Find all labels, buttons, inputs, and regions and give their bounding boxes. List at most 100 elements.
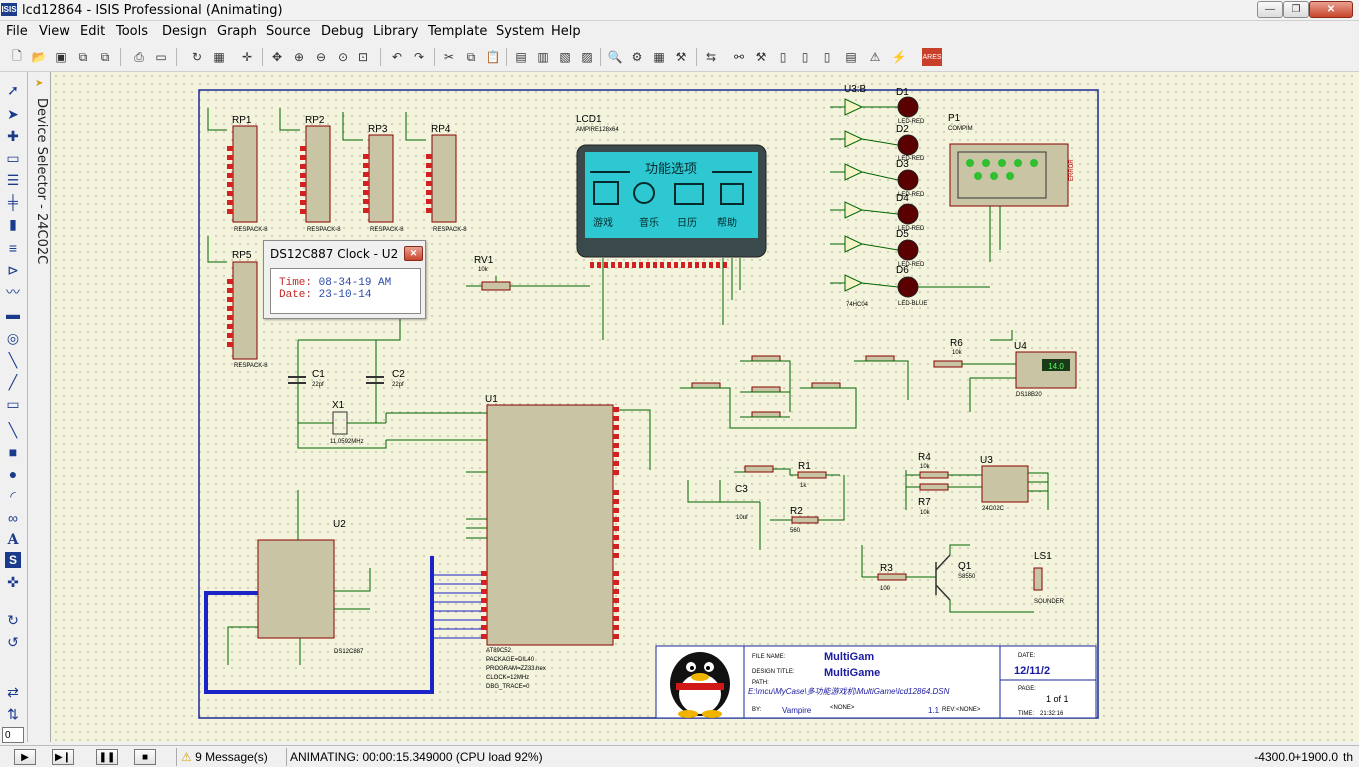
zoom-area-icon[interactable]: ⊡ xyxy=(357,50,369,64)
selection-mode-icon[interactable]: ➚ xyxy=(7,81,19,98)
zoom-all-icon[interactable]: ⊙ xyxy=(337,50,349,64)
tape-recorder-icon[interactable]: ▬ xyxy=(6,306,20,322)
symbol-icon[interactable]: S xyxy=(5,552,21,568)
open-file-icon[interactable]: 📂 xyxy=(31,50,47,64)
play-button[interactable]: ▶ xyxy=(14,749,36,765)
line-icon[interactable]: ╲ xyxy=(8,421,18,438)
pin-icon[interactable]: ➤ xyxy=(35,78,44,89)
grid-icon[interactable]: ▦ xyxy=(213,50,225,64)
wire-label-icon[interactable]: ▭ xyxy=(6,149,20,166)
menu-source[interactable]: Source xyxy=(266,24,311,39)
mirror-x-icon[interactable]: ⇄ xyxy=(7,683,19,700)
new-file-icon[interactable]: 🗋 xyxy=(12,48,22,63)
component-mode-icon[interactable]: ➤ xyxy=(7,105,19,122)
text-icon[interactable]: A xyxy=(7,532,19,548)
property-tool-icon[interactable]: ⚒ xyxy=(755,50,767,64)
menu-view[interactable]: View xyxy=(39,24,70,39)
exit-to-parent-icon[interactable]: ▯ xyxy=(823,50,831,64)
device-pins-icon[interactable]: ⊳ xyxy=(7,261,19,278)
ls1-label: LS1 xyxy=(1034,551,1052,562)
save-icon[interactable]: ▣ xyxy=(55,50,67,64)
pick-device-icon[interactable]: 🔍 xyxy=(607,50,623,64)
menu-graph[interactable]: Graph xyxy=(217,24,257,39)
netlist-icon[interactable]: ⚡ xyxy=(891,50,907,64)
path-icon[interactable]: ∞ xyxy=(8,510,18,526)
date-label: Date: xyxy=(279,289,313,301)
generator-icon[interactable]: ◎ xyxy=(6,329,20,346)
arc-icon[interactable]: ◜ xyxy=(10,487,16,504)
new-sheet-icon[interactable]: ▯ xyxy=(779,50,787,64)
bill-of-materials-icon[interactable]: ▤ xyxy=(845,50,857,64)
voltage-probe-icon[interactable]: ╲ xyxy=(8,351,18,368)
rotate-cw-icon[interactable]: ↻ xyxy=(7,611,19,628)
rotate-ccw-icon[interactable]: ↺ xyxy=(7,633,19,650)
export-icon[interactable]: ⧉ xyxy=(100,49,110,64)
d2-label: D2 xyxy=(896,124,909,135)
marker-icon[interactable]: ✜ xyxy=(7,573,19,590)
rotation-input[interactable] xyxy=(2,727,24,743)
ares-icon[interactable]: ARES xyxy=(922,48,942,66)
copy-icon[interactable]: ⧉ xyxy=(466,49,476,64)
remove-sheet-icon[interactable]: ▯ xyxy=(801,50,809,64)
package-tool-icon[interactable]: ▦ xyxy=(653,50,665,64)
clock-popup[interactable]: DS12C887 Clock - U2 ✕ Time: 08-34-19 AM … xyxy=(263,240,426,319)
menu-design[interactable]: Design xyxy=(162,24,207,39)
paste-icon[interactable]: 📋 xyxy=(485,50,501,64)
block-copy-icon[interactable]: ▤ xyxy=(515,50,527,64)
messages-indicator[interactable]: ⚠ 9 Message(s) xyxy=(176,748,280,766)
box-icon[interactable]: ■ xyxy=(8,444,18,460)
bus-icon[interactable]: ╪ xyxy=(8,194,18,210)
graph-mode-icon[interactable]: 〰 xyxy=(6,284,20,300)
redo-icon[interactable]: ↷ xyxy=(413,50,425,64)
electrical-rule-icon[interactable]: ⚠ xyxy=(869,50,881,64)
p1-error: ERROR xyxy=(1069,159,1075,181)
menu-edit[interactable]: Edit xyxy=(80,24,106,39)
menu-debug[interactable]: Debug xyxy=(321,24,364,39)
zoom-out-icon[interactable]: ⊖ xyxy=(315,50,327,64)
stop-button[interactable]: ■ xyxy=(134,749,156,765)
origin-icon[interactable]: ✛ xyxy=(241,50,253,64)
search-tag-icon[interactable]: ⚯ xyxy=(733,50,745,64)
make-device-icon[interactable]: ⚙ xyxy=(631,50,643,64)
current-probe-icon[interactable]: ╱ xyxy=(8,373,18,390)
pause-button[interactable]: ❚❚ xyxy=(96,749,118,765)
print-area-icon[interactable]: ▭ xyxy=(155,50,167,64)
zoom-in-icon[interactable]: ⊕ xyxy=(293,50,305,64)
subcircuit-icon[interactable]: ▮ xyxy=(9,215,17,232)
wire-autorouter-icon[interactable]: ⇆ xyxy=(705,50,717,64)
print-icon[interactable]: ⎙ xyxy=(134,49,144,64)
menu-tools[interactable]: Tools xyxy=(116,24,149,39)
maximize-button[interactable]: ❐ xyxy=(1283,1,1309,18)
block-rotate-icon[interactable]: ▧ xyxy=(559,50,571,64)
menu-template[interactable]: Template xyxy=(428,24,488,39)
menu-file[interactable]: File xyxy=(6,24,28,39)
pan-icon[interactable]: ✥ xyxy=(271,50,283,64)
block-move-icon[interactable]: ▥ xyxy=(537,50,549,64)
refresh-icon[interactable]: ↻ xyxy=(191,50,203,64)
minimize-button[interactable]: — xyxy=(1257,1,1283,18)
junction-dot-icon[interactable]: ✚ xyxy=(7,127,19,144)
mirror-y-icon[interactable]: ⇅ xyxy=(7,705,19,722)
terminals-icon[interactable]: ≡ xyxy=(8,240,18,256)
clock-popup-close-button[interactable]: ✕ xyxy=(404,246,423,261)
close-button[interactable]: ✕ xyxy=(1309,1,1353,18)
lcd-part: AMPIRE128x64 xyxy=(576,127,619,133)
time-value: 21:32:16 xyxy=(1040,711,1064,717)
import-icon[interactable]: ⧉ xyxy=(78,49,88,64)
virtual-instrument-icon[interactable]: ▭ xyxy=(6,395,20,412)
menu-library[interactable]: Library xyxy=(373,24,419,39)
undo-icon[interactable]: ↶ xyxy=(391,50,403,64)
menu-system[interactable]: System xyxy=(496,24,545,39)
step-button[interactable]: ▶❙ xyxy=(52,749,74,765)
circle-icon[interactable]: ● xyxy=(8,466,18,482)
decompose-icon[interactable]: ⚒ xyxy=(675,50,687,64)
time-value: 08-34-19 AM xyxy=(318,277,392,289)
device-selector-panel[interactable]: ➤ Device Selector - 24C02C xyxy=(29,72,51,742)
menu-help[interactable]: Help xyxy=(551,24,581,39)
cut-icon[interactable]: ✂ xyxy=(443,50,455,64)
c2-label: C2 xyxy=(392,369,405,380)
schematic-canvas[interactable]: RP1 RP2 RP3 RP4 RP5 RESPACK-8 RESPACK-8 … xyxy=(52,72,1359,742)
rp4-label: RP4 xyxy=(431,124,451,135)
text-script-icon[interactable]: ☰ xyxy=(6,171,20,188)
block-delete-icon[interactable]: ▨ xyxy=(581,50,593,64)
